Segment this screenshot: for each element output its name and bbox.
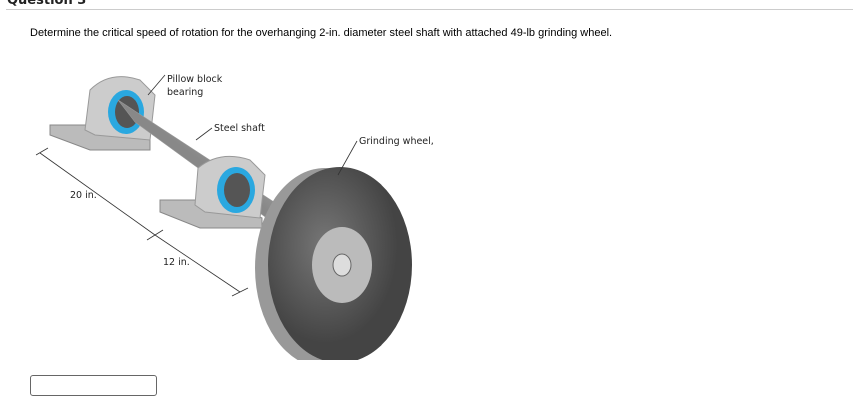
label-pillow-block: Pillow block (167, 74, 223, 85)
leader-lines (147, 74, 358, 176)
dimension-12in: 12 in. (163, 257, 190, 268)
label-grinding-wheel: Grinding wheel, (359, 136, 434, 147)
pillow-block-bearing-right (159, 155, 266, 229)
label-steel-shaft: Steel shaft (214, 123, 265, 134)
question-prompt: Determine the critical speed of rotation… (30, 27, 613, 39)
answer-input[interactable] (30, 375, 157, 396)
divider (6, 9, 853, 10)
label-bearing: bearing (167, 87, 203, 98)
dimension-20in: 20 in. (70, 190, 97, 201)
grinding-wheel (255, 167, 412, 360)
question-title: Question 3 (7, 0, 87, 8)
dimension-lines (35, 147, 249, 297)
pillow-block-bearing-left (49, 76, 156, 151)
shaft-figure: Pillow block bearing Steel shaft Grindin… (35, 74, 434, 360)
